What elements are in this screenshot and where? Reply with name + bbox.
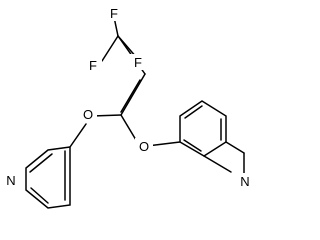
oxygen-right-label: O [139, 139, 149, 154]
right-ring-to-n [203, 155, 232, 173]
right-ring-to-n-2 [225, 141, 245, 154]
fluorine-2-label: F [89, 58, 97, 73]
fluorine-1-label: F [110, 6, 118, 21]
nitrogen-right-label: N [240, 174, 249, 189]
left-ring-double-1 [29, 153, 53, 173]
left-ring-double-2 [30, 187, 49, 204]
bond-vinyl-double-inner [120, 79, 141, 113]
bonds [25, 16, 245, 209]
fluorine-3-label: F [134, 55, 142, 70]
left-pyridine-ring [25, 146, 71, 209]
bond-vinyl-double-outer [120, 73, 146, 116]
oxygen-left-label: O [83, 107, 93, 122]
right-ring-double-3 [183, 139, 202, 152]
bond-cf3-f-left [101, 35, 119, 62]
atom-labels: F F F O O N N [2, 5, 254, 189]
bond-oxygen-left-ring [69, 123, 87, 148]
chemical-structure: F F F O O N N [2, 5, 254, 209]
nitrogen-left-label: N [6, 173, 15, 188]
right-ring-double-1 [184, 105, 203, 119]
right-pyridine-ring [179, 100, 227, 157]
